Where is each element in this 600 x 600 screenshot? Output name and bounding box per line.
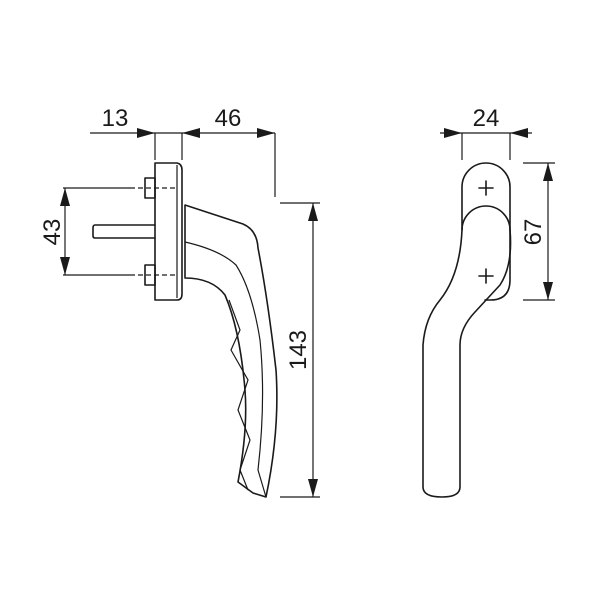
dim-label-24: 24 [473,105,500,132]
dimension-43: 43 [39,187,135,276]
dimension-67: 67 [520,162,555,301]
dimension-13: 13 [90,105,275,160]
screw-cross-top [478,180,494,196]
front-view: 24 67 [422,105,555,498]
dimension-46: 46 [215,105,276,197]
dim-label-13: 13 [102,105,129,132]
dim-label-143: 143 [285,330,312,370]
dimension-143: 143 [280,202,320,498]
side-view: 13 46 43 [39,105,320,498]
spindle [92,224,156,239]
screw-cross-bottom [478,268,494,284]
rose-front [461,162,511,301]
handle-front-outline [422,205,512,498]
rose-plate [154,162,183,301]
dimension-24: 24 [440,105,532,160]
dim-label-43: 43 [39,219,66,246]
dim-label-67: 67 [520,219,547,246]
dim-label-46: 46 [215,105,242,132]
